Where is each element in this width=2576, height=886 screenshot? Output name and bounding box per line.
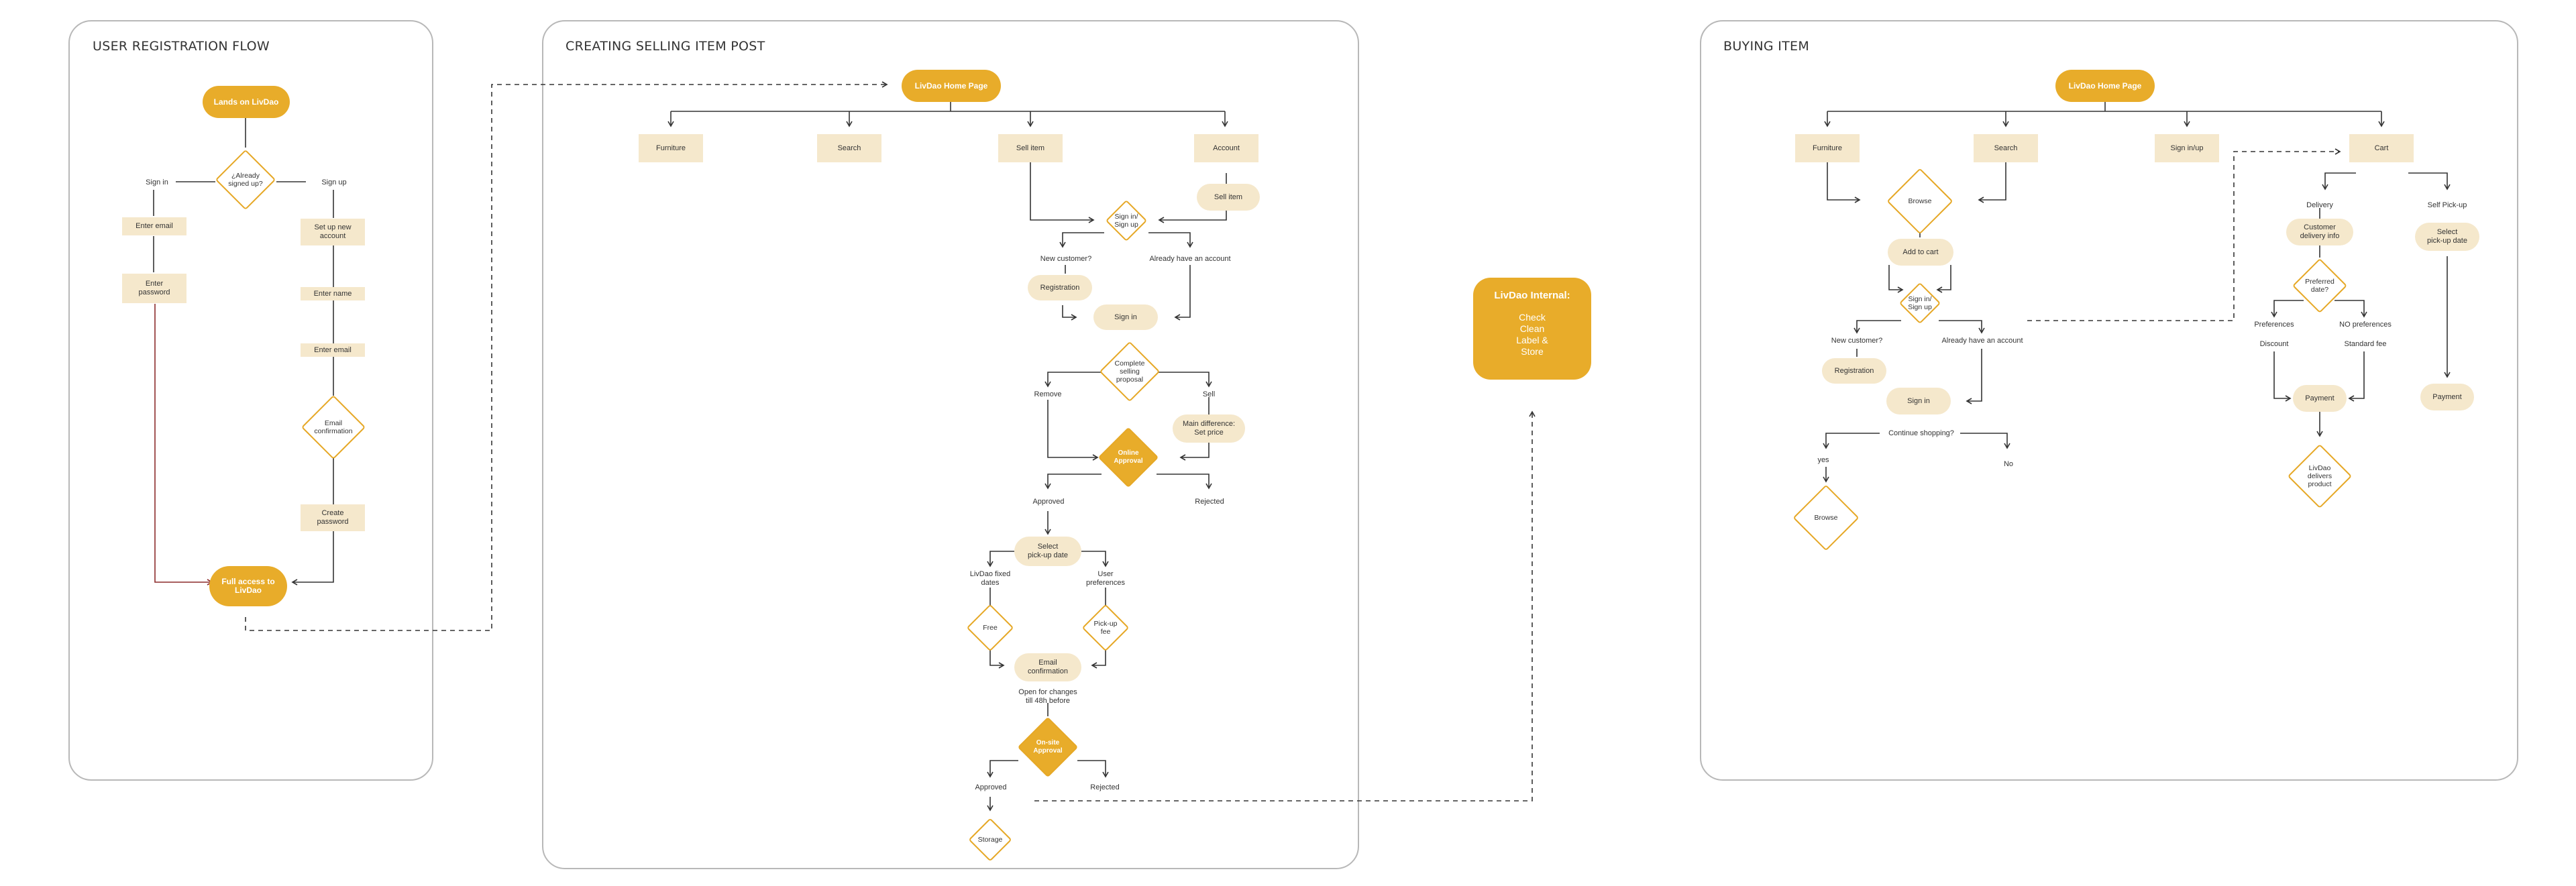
self-pickup-label: Self Pick-up — [2427, 201, 2467, 209]
main-difference-node: Main difference: Set price — [1173, 414, 1245, 443]
buying-sign-in-node: Sign in — [1886, 388, 1951, 414]
select-pickup-node: Select pick-up date — [1014, 537, 1081, 566]
buying-new-customer-label: New customer? — [1831, 337, 1883, 345]
selling-sign-in-node: Sign in — [1093, 304, 1158, 330]
onsite-approval-decision: On-site Approval — [1017, 716, 1079, 778]
payment-node: Payment — [2293, 385, 2347, 412]
internal-body: Check Clean Label & Store — [1516, 312, 1548, 357]
buying-cart-node: Cart — [2349, 134, 2414, 162]
online-approval-decision: Online Approval — [1097, 427, 1159, 488]
no-preferences-label: NO preferences — [2339, 321, 2392, 329]
buying-sign-in-up-node: Sign in/up — [2155, 134, 2219, 162]
registration-panel — [68, 20, 433, 781]
already-signed-up-decision: ¿Already signed up? — [215, 149, 276, 211]
registration-title: USER REGISTRATION FLOW — [93, 39, 270, 54]
approved-onsite-label: Approved — [975, 783, 1007, 791]
buying-home-node: LivDao Home Page — [2055, 70, 2155, 102]
delivery-label: Delivery — [2306, 201, 2333, 209]
discount-label: Discount — [2259, 340, 2289, 348]
buying-already-account-label: Already have an account — [1941, 337, 2023, 345]
lands-on-livdao-node: Lands on LivDao — [203, 86, 290, 118]
customer-delivery-node: Customer delivery info — [2286, 219, 2353, 245]
buying-sign-in-up-decision: Sign in/ Sign up — [1898, 282, 1941, 325]
preferred-date-decision: Preferred date? — [2292, 258, 2348, 314]
email-confirmation-decision: Email confirmation — [301, 394, 366, 460]
buying-title: BUYING ITEM — [1723, 39, 1810, 54]
self-pickup-payment-node: Payment — [2420, 384, 2474, 410]
create-password-node: Create password — [301, 504, 365, 531]
buying-browse-decision: Browse — [1886, 168, 1953, 235]
buying-select-pickup-node: Select pick-up date — [2415, 223, 2479, 251]
buying-browse-end-decision: Browse — [1792, 484, 1860, 551]
selling-title: CREATING SELLING ITEM POST — [566, 39, 765, 54]
selling-email-confirmation-node: Email confirmation — [1014, 653, 1081, 681]
continue-shopping-label: Continue shopping? — [1888, 429, 1954, 437]
yes-label: yes — [1817, 456, 1829, 464]
add-to-cart-node: Add to cart — [1888, 239, 1953, 266]
selling-registration-node: Registration — [1028, 275, 1092, 300]
selling-new-customer-label: New customer? — [1040, 255, 1092, 263]
sign-up-label: Sign up — [321, 178, 347, 186]
rejected-label: Rejected — [1195, 498, 1224, 506]
livdao-internal-box: LivDao Internal: Check Clean Label & Sto… — [1473, 278, 1591, 380]
buying-search-node: Search — [1974, 134, 2038, 162]
selling-sign-in-up-decision: Sign in/ Sign up — [1104, 199, 1148, 243]
approved-label: Approved — [1032, 498, 1065, 506]
preferences-label: Preferences — [2254, 321, 2294, 329]
fixed-dates-label: LivDao fixed dates — [969, 570, 1011, 587]
selling-furniture-node: Furniture — [639, 134, 703, 162]
sell-label: Sell — [1202, 390, 1216, 398]
enter-password-node: Enter password — [122, 274, 186, 303]
selling-home-node: LivDao Home Page — [902, 70, 1001, 102]
selling-account-node: Account — [1194, 134, 1258, 162]
standard-fee-label: Standard fee — [2344, 340, 2387, 348]
full-access-node: Full access to LivDao — [209, 566, 287, 606]
enter-name-node: Enter name — [301, 287, 365, 300]
storage-decision: Storage — [967, 817, 1013, 863]
buying-furniture-node: Furniture — [1795, 134, 1860, 162]
selling-search-node: Search — [817, 134, 881, 162]
set-up-account-node: Set up new account — [301, 219, 365, 245]
free-decision: Free — [966, 604, 1014, 652]
sign-in-label: Sign in — [146, 178, 168, 186]
user-preferences-label: User preferences — [1085, 570, 1126, 587]
rejected-onsite-label: Rejected — [1090, 783, 1120, 791]
internal-title: LivDao Internal: — [1494, 290, 1570, 301]
sell-item-pill: Sell item — [1197, 184, 1260, 211]
selling-already-account-label: Already have an account — [1149, 255, 1231, 263]
selling-sell-item-node: Sell item — [998, 134, 1063, 162]
remove-label: Remove — [1034, 390, 1062, 398]
pickup-fee-decision: Pick-up fee — [1081, 604, 1130, 652]
enter-email-signup-node: Enter email — [301, 343, 365, 357]
no-label: No — [2003, 460, 2014, 468]
buying-registration-node: Registration — [1822, 358, 1886, 384]
open-for-changes-label: Open for changes till 48h before — [1018, 688, 1077, 705]
complete-proposal-decision: Complete selling proposal — [1099, 341, 1161, 402]
enter-email-node: Enter email — [122, 217, 186, 235]
livdao-delivers-decision: LivDao delivers product — [2286, 443, 2353, 510]
